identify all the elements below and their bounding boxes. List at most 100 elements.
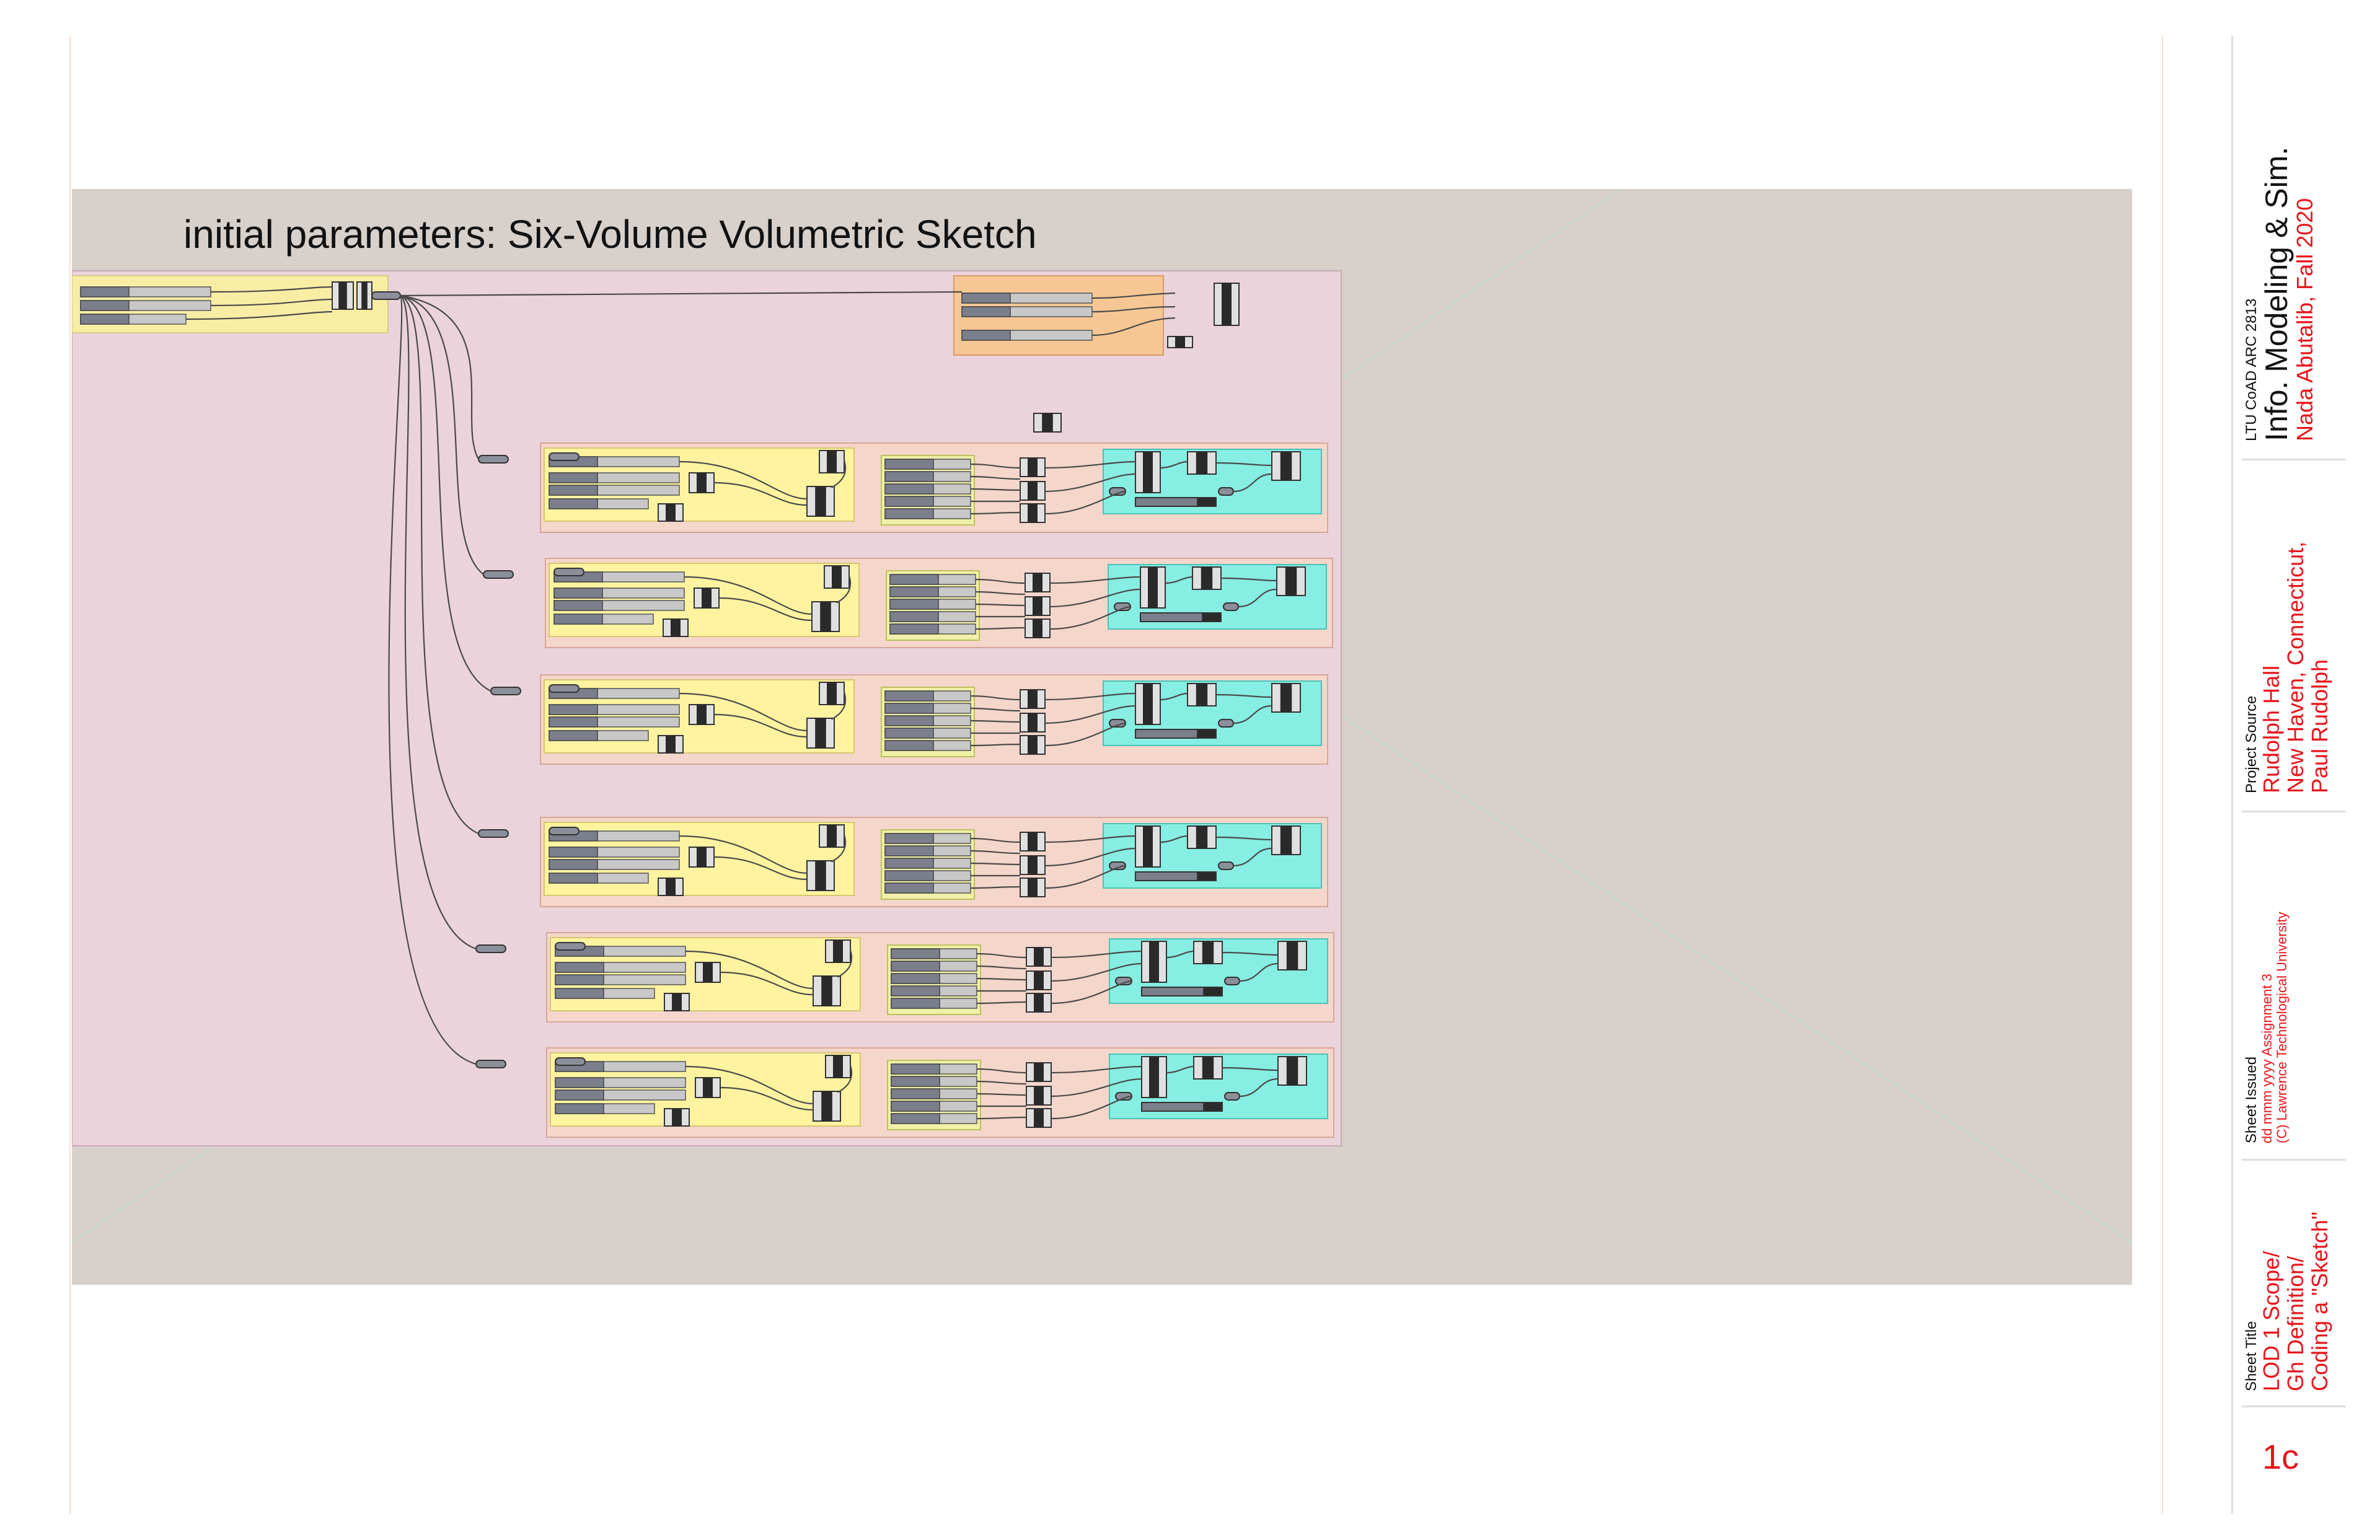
wire	[1051, 962, 1142, 982]
component-body	[1202, 1057, 1214, 1079]
wire	[975, 578, 1026, 584]
wire	[1091, 292, 1176, 299]
slider-handle	[889, 574, 939, 585]
project-source-label: Project Source	[2243, 695, 2260, 793]
relay	[549, 684, 580, 693]
component-body	[1034, 1086, 1044, 1105]
slider-handle	[884, 471, 934, 482]
slider-handle	[553, 587, 603, 599]
slider-handle	[889, 599, 939, 610]
project-source-line: New Haven, Connecticut,	[2282, 541, 2308, 793]
wire	[388, 295, 477, 1065]
wire	[1044, 473, 1136, 493]
component-body	[697, 847, 707, 867]
wire	[976, 977, 1027, 981]
wire	[1051, 950, 1142, 959]
wire	[1160, 692, 1188, 701]
component-body	[361, 282, 368, 309]
wire	[976, 1093, 1027, 1096]
slider-handle	[80, 286, 130, 297]
component-body	[672, 993, 682, 1011]
component-body	[821, 976, 832, 1006]
sheet-issued-section: Sheet Issued dd mmm yyyy Assignment 3 (C…	[2243, 912, 2290, 1143]
wire	[1044, 835, 1136, 843]
relay	[475, 1060, 506, 1068]
slider-handle	[884, 459, 934, 470]
wire	[1160, 835, 1188, 843]
panel	[1141, 987, 1204, 997]
panel	[1135, 729, 1198, 739]
wire	[970, 850, 1021, 855]
wire	[1051, 1095, 1132, 1120]
wire	[400, 294, 484, 575]
title-block-divider	[2242, 1406, 2346, 1407]
wire	[400, 294, 479, 835]
wire	[718, 597, 813, 622]
component-body	[1222, 283, 1232, 325]
component-body	[1028, 832, 1038, 851]
relay	[483, 570, 514, 579]
relay	[1218, 487, 1234, 496]
definition-row	[540, 442, 1328, 533]
panel	[1140, 612, 1203, 622]
slider-handle	[889, 623, 939, 635]
wire	[1091, 317, 1176, 337]
component-body	[697, 705, 707, 724]
component-body	[1286, 1057, 1298, 1085]
definition-row	[546, 1047, 1334, 1138]
wire	[976, 1001, 1027, 1005]
component-body	[1196, 826, 1208, 848]
wire	[970, 488, 1021, 491]
component-body	[666, 736, 676, 753]
grasshopper-canvas[interactable]: initial parameters: Six-Volume Volumetri…	[72, 189, 2132, 1285]
slider-handle	[884, 728, 934, 739]
component-body	[702, 588, 712, 608]
relay	[555, 942, 586, 951]
wire	[400, 294, 491, 692]
component-body	[821, 1091, 832, 1121]
component-body	[820, 602, 831, 631]
sheet-title-line: Coding a "Sketch"	[2306, 1212, 2332, 1391]
panel-end	[1197, 729, 1217, 739]
wire	[831, 460, 847, 489]
wire	[685, 950, 814, 990]
component-body	[1028, 690, 1038, 708]
component-body	[1280, 826, 1292, 855]
wire	[1215, 836, 1272, 841]
panel	[1135, 497, 1198, 507]
panel	[1135, 871, 1198, 881]
panel-end	[1197, 497, 1217, 507]
component-body	[1028, 856, 1038, 874]
panel-end	[1203, 1102, 1223, 1112]
relay	[549, 827, 580, 835]
sheet-title-line: Gh Definition/	[2282, 1256, 2308, 1391]
slider-handle	[884, 508, 934, 519]
definition-graph	[72, 189, 2132, 1243]
sheet-number: 1c	[2262, 1437, 2299, 1476]
wire	[1044, 490, 1126, 515]
title-block-border	[2231, 36, 2233, 1514]
wire	[970, 475, 1021, 480]
sheet-title-label: Sheet Title	[2243, 1321, 2260, 1391]
component-body	[1028, 736, 1038, 754]
slider-handle	[884, 740, 934, 751]
wire	[1220, 577, 1277, 582]
slider-handle	[891, 998, 940, 1009]
wire	[1049, 588, 1141, 608]
component-body	[1028, 458, 1038, 477]
relay	[1224, 1092, 1240, 1101]
wire	[970, 695, 1021, 701]
relay	[478, 829, 509, 838]
wire	[1051, 1065, 1142, 1074]
component-body	[827, 451, 837, 473]
wire	[975, 591, 1026, 596]
course-code: LTU CoAD ARC 2813	[2243, 298, 2260, 441]
component-body	[672, 1109, 682, 1126]
slider-handle	[884, 496, 934, 507]
relay	[1223, 602, 1239, 611]
slider-handle	[891, 948, 940, 959]
wire	[975, 627, 1026, 630]
wire	[185, 310, 333, 320]
course-title: Info. Modeling & Sim.	[2259, 146, 2294, 441]
wire	[831, 692, 847, 721]
